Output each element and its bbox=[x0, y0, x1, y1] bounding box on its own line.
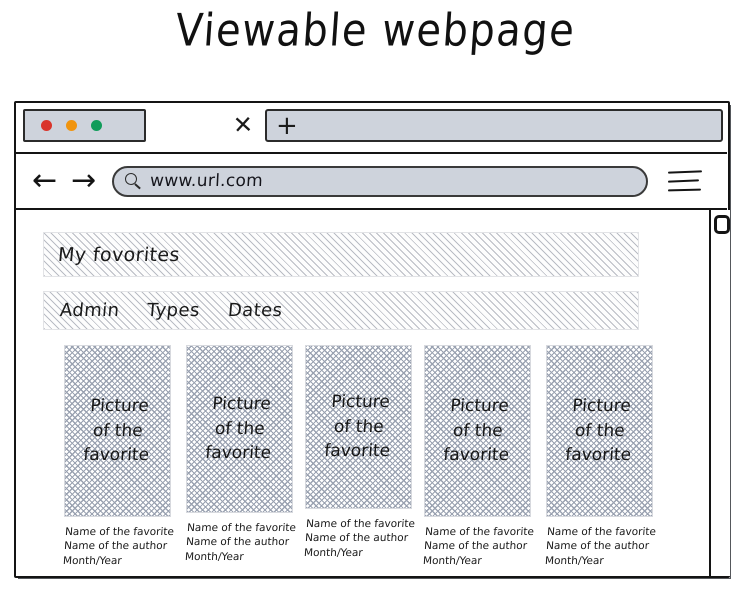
nav-item-dates[interactable]: Dates bbox=[227, 300, 284, 321]
new-tab-button[interactable]: + bbox=[265, 109, 723, 142]
favorite-thumbnail[interactable]: Picture of the favorite bbox=[186, 345, 293, 513]
content-header-banner: My fovorites bbox=[43, 232, 639, 277]
favorite-card[interactable]: Picture of the favorite Name of the favo… bbox=[184, 345, 297, 564]
favorites-card-grid: Picture of the favorite Name of the favo… bbox=[50, 345, 710, 570]
favorite-card[interactable]: Picture of the favorite Name of the favo… bbox=[544, 345, 657, 568]
hamburger-menu-icon[interactable] bbox=[668, 170, 703, 192]
favorite-name: Name of the favorite bbox=[186, 522, 297, 534]
content-header-title: My fovorites bbox=[57, 243, 181, 266]
favorite-name: Name of the favorite bbox=[305, 518, 416, 530]
back-arrow-icon[interactable]: ← bbox=[32, 163, 58, 198]
traffic-light-green-icon[interactable] bbox=[91, 120, 102, 131]
scrollbar-thumb[interactable] bbox=[714, 215, 730, 234]
browser-window: ✕ + ← → www.url.com My fovorites bbox=[14, 101, 731, 579]
browser-toolbar: ← → www.url.com bbox=[16, 154, 727, 210]
favorite-author: Name of the author bbox=[545, 540, 650, 553]
favorite-caption: Name of the favorite Name of the author … bbox=[184, 521, 297, 564]
close-tab-icon[interactable]: ✕ bbox=[232, 110, 254, 140]
favorite-date: Month/Year bbox=[184, 550, 245, 563]
favorite-thumbnail[interactable]: Picture of the favorite bbox=[424, 345, 531, 517]
favorite-name: Name of the favorite bbox=[64, 526, 175, 538]
content-nav-links: Admin Types Dates bbox=[44, 300, 283, 321]
favorite-thumbnail[interactable]: Picture of the favorite bbox=[305, 345, 412, 509]
favorite-date: Month/Year bbox=[303, 546, 364, 559]
favorite-thumbnail-label: Picture of the favorite bbox=[323, 392, 391, 462]
favorite-caption: Name of the favorite Name of the author … bbox=[62, 525, 175, 568]
favorite-author: Name of the author bbox=[63, 540, 168, 553]
favorite-card[interactable]: Picture of the favorite Name of the favo… bbox=[422, 345, 535, 568]
favorite-thumbnail[interactable]: Picture of the favorite bbox=[546, 345, 653, 517]
favorite-card[interactable]: Picture of the favorite Name of the favo… bbox=[303, 345, 416, 560]
favorite-thumbnail-label: Picture of the favorite bbox=[204, 394, 272, 464]
vertical-scrollbar[interactable] bbox=[709, 210, 731, 576]
url-input-value: www.url.com bbox=[149, 171, 264, 191]
nav-item-types[interactable]: Types bbox=[146, 300, 202, 321]
traffic-light-red-icon[interactable] bbox=[41, 120, 52, 131]
favorite-author: Name of the author bbox=[423, 540, 528, 553]
favorite-author: Name of the author bbox=[185, 536, 290, 549]
browser-tab-active[interactable] bbox=[23, 109, 146, 142]
favorite-date: Month/Year bbox=[544, 554, 605, 567]
traffic-light-orange-icon[interactable] bbox=[66, 120, 77, 131]
nav-item-admin[interactable]: Admin bbox=[59, 300, 121, 321]
favorite-caption: Name of the favorite Name of the author … bbox=[422, 525, 535, 568]
forward-arrow-icon[interactable]: → bbox=[71, 163, 97, 198]
favorite-thumbnail-label: Picture of the favorite bbox=[82, 396, 150, 466]
favorite-name: Name of the favorite bbox=[424, 526, 535, 538]
favorite-caption: Name of the favorite Name of the author … bbox=[303, 517, 416, 560]
favorite-caption: Name of the favorite Name of the author … bbox=[544, 525, 657, 568]
favorite-card[interactable]: Picture of the favorite Name of the favo… bbox=[62, 345, 175, 568]
browser-tab-strip: ✕ + bbox=[16, 103, 727, 154]
favorite-thumbnail[interactable]: Picture of the favorite bbox=[64, 345, 171, 517]
favorite-thumbnail-label: Picture of the favorite bbox=[442, 396, 510, 466]
favorite-thumbnail-label: Picture of the favorite bbox=[564, 396, 632, 466]
page-viewport: My fovorites Admin Types Dates Picture o… bbox=[16, 210, 727, 575]
search-icon bbox=[125, 173, 142, 190]
url-input[interactable]: www.url.com bbox=[112, 165, 649, 197]
page-title: Viewable webpage bbox=[173, 5, 578, 57]
favorite-author: Name of the author bbox=[304, 532, 409, 545]
favorite-date: Month/Year bbox=[422, 554, 483, 567]
favorite-date: Month/Year bbox=[62, 554, 123, 567]
content-nav-banner: Admin Types Dates bbox=[43, 291, 639, 330]
favorite-name: Name of the favorite bbox=[546, 526, 657, 538]
